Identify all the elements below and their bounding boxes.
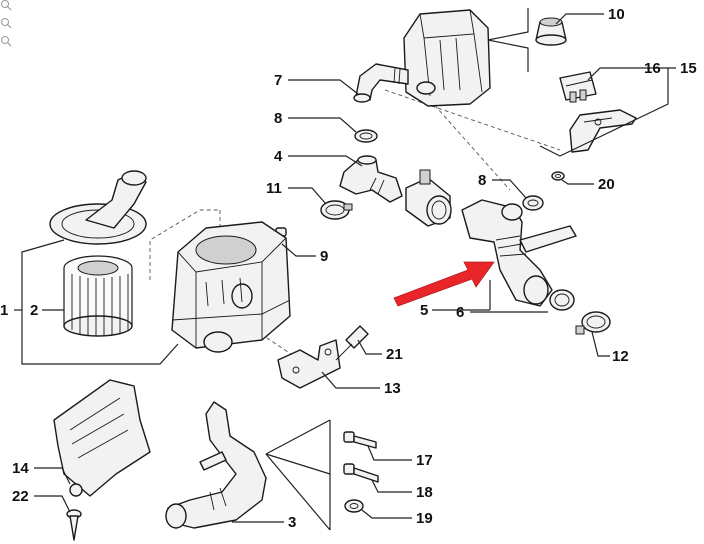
part-21-bolt[interactable] xyxy=(335,325,369,361)
callout-16: 16 xyxy=(644,60,661,77)
part-5-intake-hose[interactable] xyxy=(461,199,577,307)
part-17-bolt[interactable] xyxy=(343,431,377,449)
callout-13: 13 xyxy=(384,380,401,397)
part-19-washer[interactable] xyxy=(344,499,364,513)
part-11-hose-clamp[interactable] xyxy=(320,200,353,220)
highlight-arrow xyxy=(393,261,495,307)
mass-air-flow-sensor[interactable] xyxy=(405,169,452,227)
callout-21: 21 xyxy=(386,346,403,363)
callout-2: 2 xyxy=(30,302,38,319)
zoom-in-icon[interactable] xyxy=(1,0,12,11)
callout-1: 1 xyxy=(0,302,8,319)
callout-17: 17 xyxy=(416,452,433,469)
callout-9: 9 xyxy=(320,248,328,265)
part-6-hose-clamp[interactable] xyxy=(549,289,575,311)
callout-19: 19 xyxy=(416,510,433,527)
callout-6: 6 xyxy=(456,304,464,321)
part-2-air-filter-element[interactable] xyxy=(63,255,133,337)
part-16-sensor[interactable] xyxy=(559,71,597,103)
callout-12: 12 xyxy=(612,348,629,365)
callout-22: 22 xyxy=(12,488,29,505)
part-8-o-ring-left[interactable] xyxy=(354,129,378,143)
callout-15: 15 xyxy=(680,60,697,77)
leader-lines xyxy=(14,8,676,531)
part-7-elbow-pipe[interactable] xyxy=(353,63,409,103)
callout-4: 4 xyxy=(274,148,283,165)
zoom-toolbar xyxy=(0,0,14,54)
callout-3: 3 xyxy=(288,514,296,531)
air-filter-cover[interactable] xyxy=(49,170,147,245)
part-1-air-filter-housing[interactable] xyxy=(171,221,291,353)
callout-labels: 1 2 3 4 5 6 7 8 8 9 10 11 12 13 14 15 16… xyxy=(0,6,697,531)
part-20-grommet[interactable] xyxy=(551,171,565,181)
callout-11: 11 xyxy=(266,180,282,197)
callout-14: 14 xyxy=(12,460,29,477)
part-8-o-ring-right[interactable] xyxy=(522,195,544,211)
callout-20: 20 xyxy=(598,176,615,193)
callout-18: 18 xyxy=(416,484,433,501)
part-3-lower-pipe[interactable] xyxy=(165,401,267,529)
part-22-screw[interactable] xyxy=(66,509,82,541)
part-4-y-pipe[interactable] xyxy=(339,155,403,203)
callout-8-left: 8 xyxy=(274,110,282,127)
search-icon[interactable] xyxy=(1,36,12,47)
part-15-bracket[interactable] xyxy=(569,109,637,153)
part-14-heat-shield[interactable] xyxy=(53,379,151,497)
part-13-bracket[interactable] xyxy=(277,339,341,389)
resonator-box[interactable] xyxy=(403,9,491,107)
part-12-clamp[interactable] xyxy=(575,311,611,335)
zoom-out-icon[interactable] xyxy=(1,18,12,29)
callout-7: 7 xyxy=(274,72,282,89)
callout-5: 5 xyxy=(420,302,428,319)
callout-10: 10 xyxy=(608,6,625,23)
callout-8-right: 8 xyxy=(478,172,486,189)
part-10-rubber-cap[interactable] xyxy=(535,17,567,46)
part-18-bolt[interactable] xyxy=(343,463,379,483)
